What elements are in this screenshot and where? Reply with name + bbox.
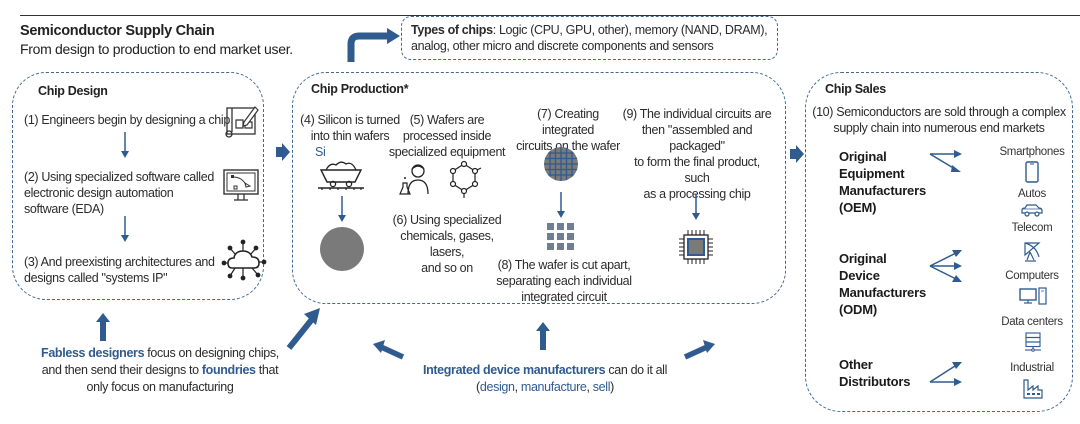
production-step-8: (8) The wafer is cut apart, separating e… xyxy=(496,258,632,304)
idm-left-arrow-icon xyxy=(373,340,405,360)
arrow-down-icon xyxy=(557,192,565,218)
types-of-chips-label: Types of chips xyxy=(411,23,493,37)
idm-right-arrow-icon xyxy=(683,340,715,360)
molecule-icon xyxy=(449,160,482,198)
scientist-icon xyxy=(399,164,429,195)
chip-production-heading: Chip Production* xyxy=(311,82,409,96)
foundries-term: foundries xyxy=(201,363,256,377)
chip-sales-heading: Chip Sales xyxy=(825,82,886,96)
cloud-network-icon xyxy=(221,239,267,281)
design-step-1: (1) Engineers begin by designing a chip xyxy=(24,113,230,127)
page-subtitle: From design to production to end market … xyxy=(20,41,293,57)
idm-design: design xyxy=(479,380,515,394)
market-autos: Autos xyxy=(1018,188,1046,200)
chip-design-panel xyxy=(12,72,264,300)
top-rule xyxy=(20,15,1080,16)
fabless-up-arrow-icon xyxy=(96,313,110,341)
production-step-6: (6) Using specialized chemicals, gases, … xyxy=(392,213,502,275)
market-computers: Computers xyxy=(1005,270,1059,282)
arrow-down-icon xyxy=(692,194,700,220)
flow-arrow-icon xyxy=(276,143,290,161)
idm-up-arrow-icon xyxy=(536,322,550,350)
types-of-chips-box: Types of chips: Logic (CPU, GPU, other),… xyxy=(401,16,778,60)
server-icon xyxy=(1025,332,1041,352)
market-data-centers: Data centers xyxy=(1001,316,1063,328)
seller-oem: Original Equipment Manufacturers (OEM) xyxy=(839,149,926,215)
factory-icon xyxy=(1023,379,1043,399)
market-industrial: Industrial xyxy=(1010,362,1054,374)
fabless-note: Fabless designers focus on designing chi… xyxy=(41,346,279,394)
sales-intro: (10) Semiconductors are sold through a c… xyxy=(812,105,1066,135)
diced-chips-icon xyxy=(547,223,574,250)
chip-sales-panel xyxy=(805,72,1073,412)
blueprint-icon xyxy=(225,106,259,138)
idm-term: Integrated device manufacturers xyxy=(422,363,606,377)
idm-sell: sell xyxy=(592,380,611,394)
types-of-chips-text-2: analog, other micro and discrete compone… xyxy=(411,39,714,53)
chip-design-heading: Chip Design xyxy=(38,84,108,98)
arrow-down-icon xyxy=(121,132,129,158)
computer-icon xyxy=(1019,287,1047,305)
car-icon xyxy=(1021,204,1043,217)
wafer-icon xyxy=(320,227,364,271)
mine-cart-icon xyxy=(318,161,364,190)
production-step-9: (9) The individual circuits are then "as… xyxy=(622,107,772,201)
market-smartphones: Smartphones xyxy=(999,146,1065,158)
processor-chip-icon xyxy=(679,230,713,264)
satellite-dish-icon xyxy=(1024,242,1041,262)
arrow-down-icon xyxy=(121,216,129,242)
design-step-3: (3) And preexisting architectures and de… xyxy=(24,255,215,285)
oem-branch-arrows-icon xyxy=(929,150,962,172)
flow-arrow-icon xyxy=(790,145,804,163)
production-step-4: (4) Silicon is turned into thin wafers xyxy=(300,113,400,143)
bent-arrow-icon xyxy=(347,28,400,62)
odm-branch-arrows-icon xyxy=(929,250,962,282)
page-title: Semiconductor Supply Chain xyxy=(20,23,215,39)
monitor-vector-icon xyxy=(223,169,259,201)
design-step-2: (2) Using specialized software called el… xyxy=(24,170,214,216)
arrow-down-icon xyxy=(338,196,346,222)
seller-odm: Original Device Manufacturers (ODM) xyxy=(839,251,926,317)
market-telecom: Telecom xyxy=(1011,222,1053,234)
patterned-wafer-icon xyxy=(544,147,578,181)
distributor-branch-arrows-icon xyxy=(929,362,962,386)
chip-production-panel xyxy=(292,72,786,304)
production-step-7: (7) Creating integrated circuits on the … xyxy=(516,107,620,153)
idm-manufacture: manufacture xyxy=(520,380,587,394)
silicon-label: Si xyxy=(315,145,326,159)
idm-note: Integrated device manufacturers can do i… xyxy=(422,363,668,394)
fabless-designers-term: Fabless designers xyxy=(41,346,145,360)
types-of-chips-text: : Logic (CPU, GPU, other), memory (NAND,… xyxy=(492,23,768,37)
smartphone-icon xyxy=(1025,161,1039,183)
fabless-diagonal-arrow-icon xyxy=(286,308,320,350)
production-step-5: (5) Wafers are processed inside speciali… xyxy=(388,113,506,159)
seller-other-distributors: Other Distributors xyxy=(839,357,911,389)
